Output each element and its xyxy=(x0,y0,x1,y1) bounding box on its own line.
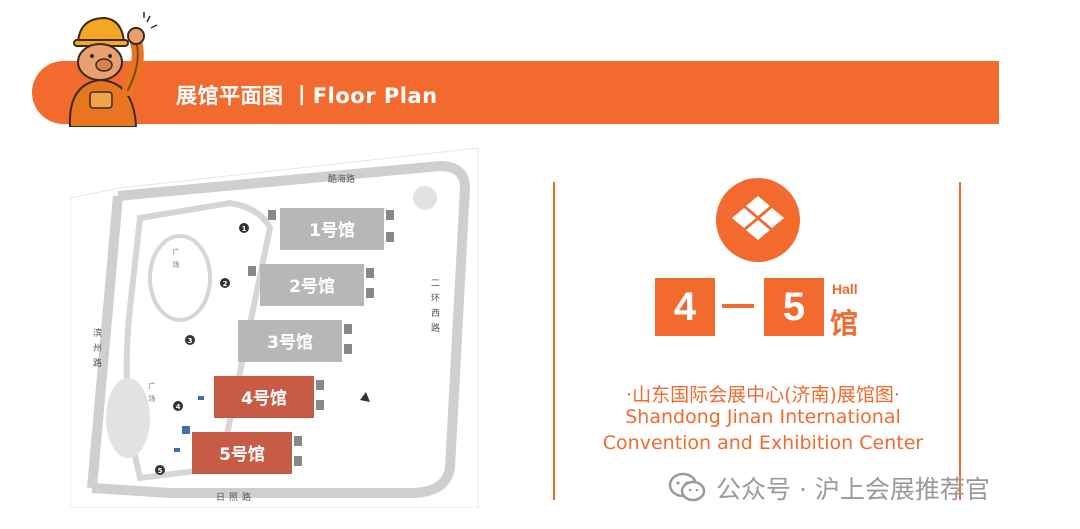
mascot-illustration xyxy=(68,12,158,127)
marker-2: 2 xyxy=(223,280,228,288)
hall-5: 5号馆 xyxy=(192,432,292,474)
hall-1: 1号馆 xyxy=(280,208,384,250)
hall-label-en: Hall xyxy=(832,281,858,297)
divider-left xyxy=(553,182,555,500)
hall-number-end: 5 xyxy=(764,278,824,336)
banner-title: 展馆平面图 丨Floor Plan xyxy=(176,84,438,108)
wechat-icon xyxy=(668,472,706,502)
hall-1-label: 1号馆 xyxy=(309,220,355,241)
road-north: 酷海路 xyxy=(328,173,355,185)
road-west: 滨州路 xyxy=(91,327,102,373)
venue-name-en-line1: Shandong Jinan International xyxy=(625,406,901,428)
marker-4: 4 xyxy=(176,403,181,411)
hall-2: 2号馆 xyxy=(260,264,364,306)
hall-number-start: 4 xyxy=(655,278,715,336)
wechat-watermark: 公众号 · 沪上会展推荐官 xyxy=(668,470,990,506)
header-banner xyxy=(32,61,999,124)
hall-label-cn: 馆 xyxy=(830,307,859,340)
hall-4-label: 4号馆 xyxy=(241,388,287,409)
road-east: 二环西路 xyxy=(429,278,440,338)
venue-name-en-line2: Convention and Exhibition Center xyxy=(602,432,924,454)
floor-grid-icon xyxy=(716,178,800,262)
marker-3: 3 xyxy=(188,337,193,345)
floor-plan-map: 1号馆 2号馆 3号馆 4号馆 5号馆 酷海路 日照路 滨州路 二环西路 广场 … xyxy=(70,148,479,508)
marker-1: 1 xyxy=(242,225,247,233)
north-arrow-icon xyxy=(360,392,370,402)
hall-3-label: 3号馆 xyxy=(267,332,313,353)
hall-2-label: 2号馆 xyxy=(289,276,335,297)
plaza-label: 广场 xyxy=(148,381,156,408)
range-dash xyxy=(722,304,754,308)
marker-5: 5 xyxy=(158,467,163,475)
hall-5-label: 5号馆 xyxy=(219,444,265,465)
road-south: 日照路 xyxy=(216,491,255,503)
hall-4: 4号馆 xyxy=(214,376,314,418)
hall-3: 3号馆 xyxy=(238,320,342,362)
divider-right xyxy=(959,182,961,500)
plaza-label: 广场 xyxy=(172,247,180,274)
watermark-text: 公众号 · 沪上会展推荐官 xyxy=(716,475,990,504)
venue-name-cn: ·山东国际会展中心(济南)展馆图· xyxy=(626,384,900,406)
